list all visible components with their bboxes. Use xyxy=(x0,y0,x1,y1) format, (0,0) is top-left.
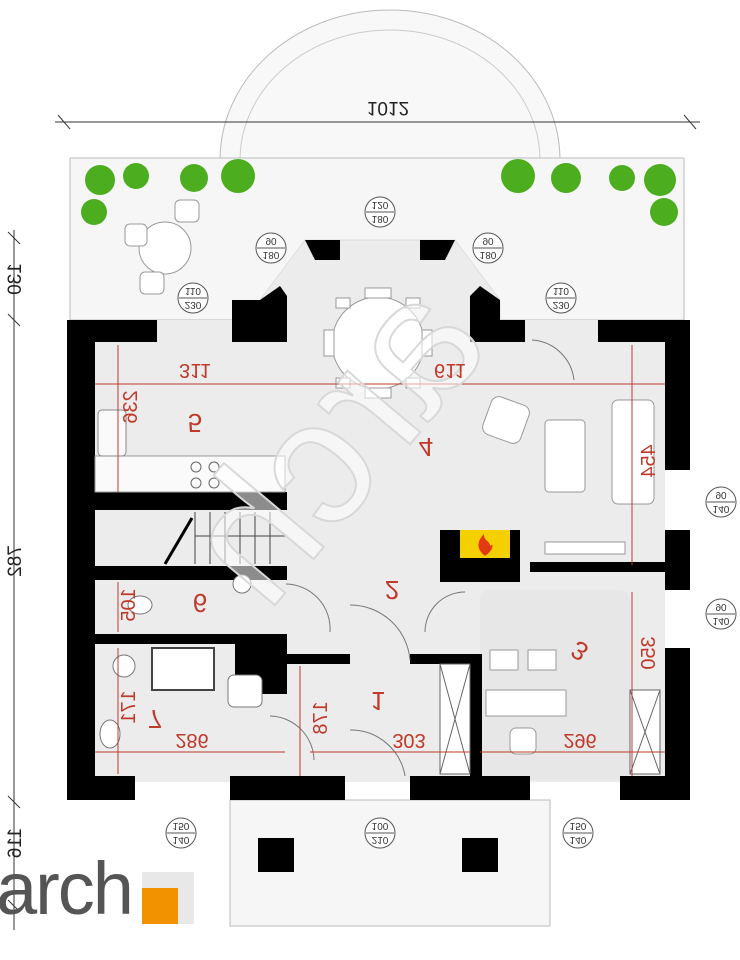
room-dim-1b: 178 xyxy=(310,701,332,734)
door-swings xyxy=(269,339,575,777)
kitchen-counter xyxy=(94,455,286,493)
win-4-w: 110 xyxy=(553,285,569,296)
room-dim-3b: 350 xyxy=(638,636,660,669)
stove-icon xyxy=(190,461,220,489)
sofa xyxy=(611,399,655,505)
armchair xyxy=(482,396,530,444)
win-2-w: 90 xyxy=(482,235,494,246)
walls xyxy=(67,240,690,800)
shower xyxy=(151,647,215,691)
dim-left-upper: 130 xyxy=(5,263,26,295)
room-dim-7b: 171 xyxy=(118,690,140,723)
win-9-w: 150 xyxy=(570,820,587,831)
dim-left-middle: 782 xyxy=(5,545,26,577)
terrace-arc-outer xyxy=(219,9,561,161)
win-1-w: 90 xyxy=(265,235,277,246)
sink-6 xyxy=(232,574,252,594)
room-dim-7a: 286 xyxy=(175,729,208,751)
dining-chairs xyxy=(323,287,433,399)
terrace-table-set xyxy=(124,199,200,295)
office-chair xyxy=(509,727,537,755)
win-8-h: 210 xyxy=(372,834,389,845)
win-7-h: 140 xyxy=(173,834,190,845)
room-num-4: 4 xyxy=(419,432,433,462)
room-dim-5a: 311 xyxy=(179,359,211,381)
room-num-2: 2 xyxy=(385,575,399,605)
stairs xyxy=(163,512,287,565)
win-4-h: 230 xyxy=(553,299,570,310)
room-num-5: 5 xyxy=(188,408,202,438)
win-2-h: 180 xyxy=(480,249,497,260)
porch-pillar-right xyxy=(462,838,498,872)
toilet-6 xyxy=(127,595,153,615)
room-dim-3a: 296 xyxy=(563,729,596,751)
toilet-wc xyxy=(227,674,263,708)
win-3-h: 230 xyxy=(185,299,202,310)
porch-pillar-left xyxy=(258,838,294,872)
win-7-w: 150 xyxy=(173,820,190,831)
left-dim-tick-1 xyxy=(7,231,21,245)
win-6-w: 90 xyxy=(715,601,727,612)
win-3-w: 110 xyxy=(185,285,201,296)
left-dim-tick-4 xyxy=(7,899,21,913)
washing-machine xyxy=(112,654,136,678)
left-dim-tick-3 xyxy=(7,795,21,809)
plants xyxy=(81,159,678,226)
fire-icon xyxy=(478,534,493,556)
sink-kitchen xyxy=(97,409,127,457)
room-num-7: 7 xyxy=(148,704,162,734)
room-dim-5b: 236 xyxy=(120,390,142,423)
win-1-h: 180 xyxy=(263,249,280,260)
win-8-w: 100 xyxy=(372,820,389,831)
dim-total-width: 1012 xyxy=(367,97,409,118)
top-dim-tick-l xyxy=(57,114,71,130)
shelf-2 xyxy=(527,649,557,671)
room-dim-4b: 454 xyxy=(638,444,660,477)
dim-left-lower: 116 xyxy=(5,828,26,858)
win-0-w: 120 xyxy=(372,199,389,210)
room-num-6: 6 xyxy=(193,588,207,618)
desk xyxy=(485,689,567,717)
win-5-h: 140 xyxy=(713,503,730,514)
room-num-1: 1 xyxy=(371,686,385,716)
win-0-h: 180 xyxy=(372,213,389,224)
room-dim-6a: 105 xyxy=(118,588,140,621)
washbasin xyxy=(99,719,121,749)
terrace-arc-inner xyxy=(239,29,541,161)
shelf-1 xyxy=(489,649,519,671)
logo-text: arch xyxy=(0,847,134,930)
window-marker-lines xyxy=(167,211,735,834)
top-dim-tick-r xyxy=(683,114,697,130)
coffee-table xyxy=(544,419,586,493)
room-dim-4a: 611 xyxy=(434,359,466,381)
wardrobes xyxy=(439,663,661,775)
win-9-h: 140 xyxy=(570,834,587,845)
win-6-h: 140 xyxy=(713,615,730,626)
logo-orange xyxy=(142,888,178,924)
interior-dim-lines xyxy=(95,345,665,776)
win-5-w: 90 xyxy=(715,489,727,500)
tv-unit xyxy=(544,541,626,555)
left-dim-tick-2 xyxy=(7,313,21,327)
room-dim-1a: 303 xyxy=(392,729,425,751)
